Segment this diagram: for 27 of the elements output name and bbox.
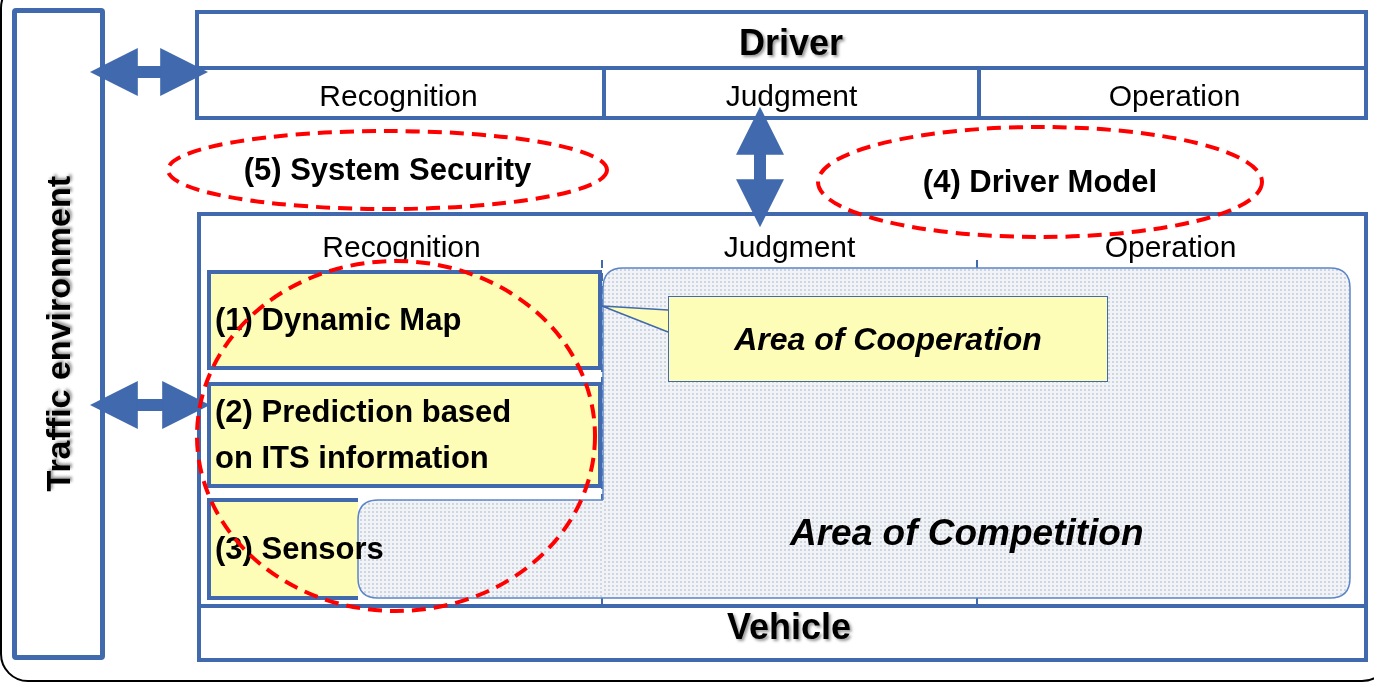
heading: Vehicle xyxy=(727,605,852,649)
column-label: Judgment xyxy=(725,77,858,114)
column-label: Recognition xyxy=(319,77,478,114)
function-box xyxy=(207,382,602,488)
function-box xyxy=(207,498,602,600)
box-label: (2) Prediction based on ITS information xyxy=(214,393,513,477)
competition-area xyxy=(603,268,1350,598)
heading: Driver xyxy=(739,21,844,65)
dashed-ellipse xyxy=(165,128,610,212)
vehicle-box xyxy=(197,212,1368,662)
box-label: (1) Dynamic Map xyxy=(214,300,462,339)
double-arrow xyxy=(736,106,784,228)
vertical-label: Traffic environment xyxy=(38,176,78,492)
function-box xyxy=(207,270,602,370)
column-label: Recognition xyxy=(322,229,481,265)
callout-pointer xyxy=(601,305,669,333)
driver-box xyxy=(195,10,1368,120)
ellipse-label: (5) System Security xyxy=(243,150,532,189)
column-label: Operation xyxy=(1108,77,1241,114)
ellipse-label: (4) Driver Model xyxy=(922,162,1158,201)
callout-label: Area of Cooperation xyxy=(734,320,1042,359)
area-label: Area of Competition xyxy=(790,511,1144,555)
column-label: Judgment xyxy=(723,229,856,265)
column-label: Operation xyxy=(1104,229,1237,265)
callout-box xyxy=(668,296,1108,382)
environment-box xyxy=(12,8,105,660)
double-arrow xyxy=(89,48,209,96)
